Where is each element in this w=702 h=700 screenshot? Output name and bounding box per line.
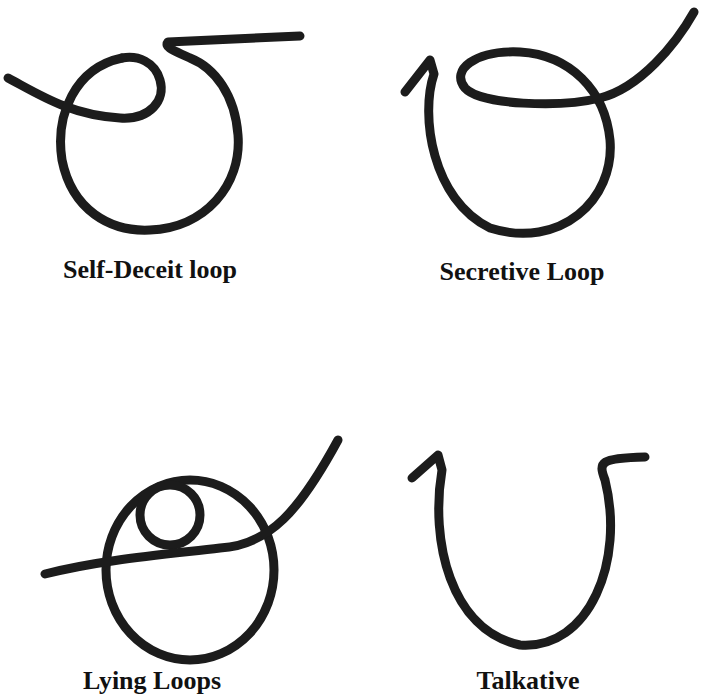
loop-caption: Talkative: [476, 667, 579, 696]
secretive-loop-drawing: [405, 12, 694, 233]
lying-loops-drawing: [45, 440, 338, 660]
talkative-drawing: [412, 455, 645, 645]
loop-caption: Self-Deceit loop: [63, 256, 237, 285]
loop-caption: Secretive Loop: [440, 258, 605, 287]
loop-caption: Lying Loops: [83, 667, 221, 696]
self-deceit-loop-drawing: [8, 36, 300, 230]
